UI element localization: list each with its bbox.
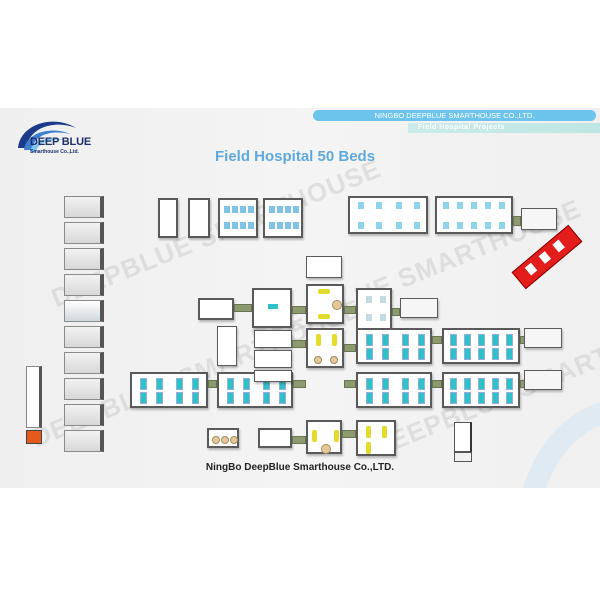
logo-title: DEEP BLUE bbox=[30, 136, 91, 148]
lab-module bbox=[254, 330, 292, 348]
corridor-link bbox=[513, 216, 521, 226]
container bbox=[64, 274, 104, 296]
decorative-arc bbox=[515, 398, 600, 488]
container bbox=[64, 248, 104, 270]
page-title: Field Hospital 50 Beds bbox=[215, 148, 376, 165]
ward-module bbox=[442, 372, 520, 408]
isolation-room bbox=[356, 288, 392, 330]
ward-module bbox=[348, 196, 428, 234]
corridor-link bbox=[208, 380, 217, 388]
slide: DEEPBLUE SMARTHOUSE DEEPBLUE SMARTHOUSE … bbox=[0, 108, 600, 488]
treatment-room bbox=[252, 288, 292, 328]
corridor-link bbox=[292, 340, 306, 348]
logo-subtitle: Smarthouse Co.,Ltd. bbox=[30, 149, 79, 155]
container bbox=[64, 196, 104, 218]
operating-room bbox=[306, 420, 342, 454]
corridor-link bbox=[344, 306, 356, 314]
lab-module bbox=[198, 298, 234, 320]
corridor-link bbox=[344, 344, 356, 352]
container bbox=[64, 430, 104, 452]
isolation-room bbox=[263, 198, 303, 238]
ward-module bbox=[356, 328, 432, 364]
logo-swoosh-icon bbox=[18, 121, 76, 152]
container bbox=[64, 300, 104, 322]
container bbox=[64, 378, 104, 400]
sanitary-module bbox=[400, 298, 438, 318]
sanitary-module bbox=[521, 208, 557, 230]
pharmacy-module bbox=[217, 326, 237, 366]
corridor-link bbox=[292, 436, 306, 444]
container bbox=[64, 222, 104, 244]
waiting-module bbox=[207, 428, 239, 448]
ward-module bbox=[435, 196, 513, 234]
corridor-link bbox=[432, 380, 442, 388]
storage-module bbox=[158, 198, 178, 238]
consult-module bbox=[254, 370, 292, 382]
operating-room bbox=[306, 284, 344, 324]
corridor-link bbox=[342, 430, 356, 438]
operating-room bbox=[306, 328, 344, 368]
corridor-link bbox=[293, 380, 306, 388]
reception-module bbox=[258, 428, 292, 448]
company-banner: NINGBO DEEPBLUE SMARTHOUSE CO.,LTD. bbox=[313, 110, 596, 121]
corridor-link bbox=[344, 380, 356, 388]
corridor-link bbox=[392, 308, 400, 316]
sanitary-module bbox=[524, 370, 562, 390]
ward-module bbox=[356, 372, 432, 408]
container bbox=[64, 326, 104, 348]
corridor-link bbox=[432, 336, 442, 344]
company-logo: DEEP BLUE Smarthouse Co.,Ltd. bbox=[10, 114, 105, 164]
office-module bbox=[188, 198, 210, 238]
lab-module bbox=[254, 350, 292, 368]
isolation-room bbox=[218, 198, 258, 238]
sanitary-module bbox=[524, 328, 562, 348]
corridor-link bbox=[234, 304, 252, 312]
utility-module bbox=[306, 256, 342, 278]
section-banner: Field Hospital Projects bbox=[408, 123, 600, 133]
operating-room bbox=[356, 420, 396, 456]
ward-module bbox=[442, 328, 520, 364]
footer-company: NingBo DeepBlue Smarthouse Co.,LTD. bbox=[205, 462, 395, 473]
ward-module bbox=[130, 372, 208, 408]
container bbox=[64, 404, 104, 426]
container bbox=[64, 352, 104, 374]
corridor-link bbox=[292, 306, 306, 314]
